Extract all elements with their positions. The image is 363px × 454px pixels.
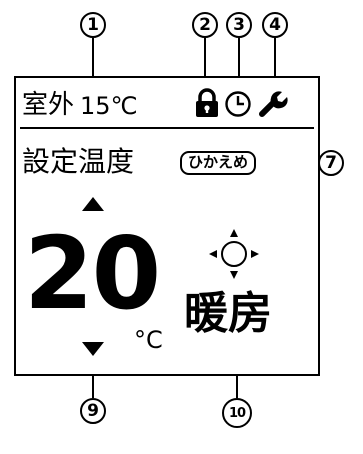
status-divider: [20, 127, 314, 129]
clock-icon: [225, 91, 251, 117]
callout-9-label: 9: [87, 401, 99, 421]
callout-3: 3: [226, 12, 252, 38]
callout-10: 10: [222, 398, 252, 428]
eco-mode-badge: ひかえめ: [180, 151, 257, 175]
callout-2: 2: [192, 12, 218, 38]
callout-1-leader: [92, 38, 94, 84]
callout-7: 7: [318, 150, 344, 176]
wrench-icon: [259, 91, 288, 117]
callout-9: 9: [80, 398, 106, 424]
callout-7-label: 7: [325, 153, 337, 173]
callout-1-label: 1: [87, 15, 99, 35]
callout-3-label: 3: [233, 15, 245, 35]
triangle-up-icon[interactable]: [82, 197, 104, 211]
temperature-unit: °C: [134, 326, 163, 354]
outdoor-temperature: 15℃: [80, 92, 138, 120]
lcd-screen: [14, 76, 320, 376]
callout-10-label: 10: [228, 405, 246, 421]
temperature-value: 20: [24, 215, 161, 332]
sun-heating-icon: [209, 229, 259, 279]
outdoor-label: 室外: [22, 90, 75, 120]
callout-2-label: 2: [199, 15, 211, 35]
triangle-down-icon[interactable]: [82, 342, 104, 356]
mode-label: 暖房: [184, 288, 272, 339]
lock-icon: [196, 88, 218, 117]
callout-4: 4: [262, 12, 288, 38]
callout-4-label: 4: [269, 15, 281, 35]
callout-2-leader: [204, 38, 206, 84]
callout-4-leader: [274, 38, 276, 84]
set-temperature-label: 設定温度: [22, 145, 135, 178]
callout-1: 1: [80, 12, 106, 38]
callout-10-leader: [236, 364, 238, 398]
callout-9-leader: [92, 364, 94, 398]
callout-3-leader: [238, 38, 240, 84]
